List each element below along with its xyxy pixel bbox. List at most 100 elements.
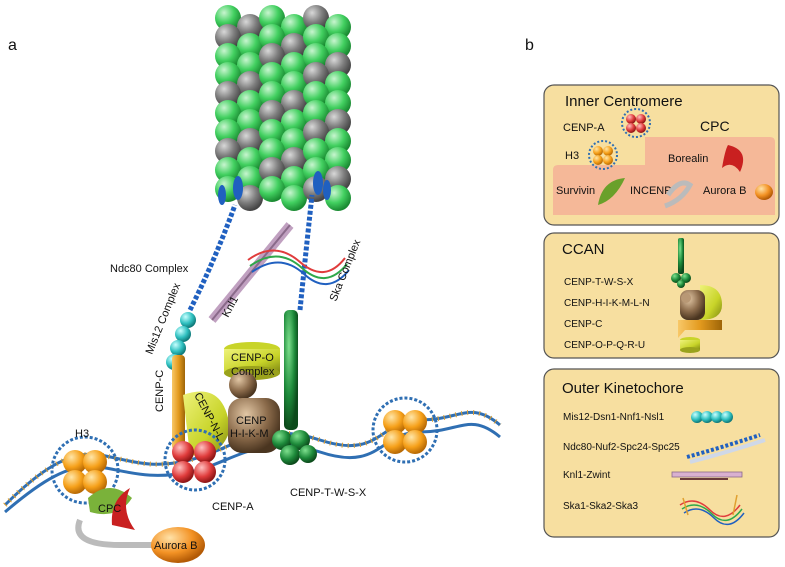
tubulin-subunit	[281, 185, 307, 211]
tubulin-subunit	[325, 90, 351, 116]
microtubule	[215, 5, 351, 211]
tubulin-subunit	[215, 119, 241, 145]
tubulin-subunit	[281, 166, 307, 192]
ccan-item-hiklmn: CENP-H-I-K-M-L-N	[564, 298, 650, 309]
tubulin-subunit	[281, 33, 307, 59]
tubulin-subunit	[303, 138, 329, 164]
tubulin-subunit	[325, 33, 351, 59]
h3-icon	[588, 140, 618, 170]
knl1-zwint-icon	[671, 471, 743, 480]
label-ndc80: Ndc80 Complex	[110, 263, 189, 275]
tubulin-subunit	[281, 128, 307, 154]
cenp-twsx-shape	[272, 310, 317, 465]
label-cenp-twsx: CENP-T-W-S-X	[290, 487, 367, 499]
outer-item-knl1: Knl1-Zwint	[563, 470, 610, 481]
label-cenp-hikm-line1: CENP	[236, 415, 267, 427]
panel-a: a	[3, 5, 502, 563]
tubulin-subunit	[325, 185, 351, 211]
tubulin-subunit	[281, 147, 307, 173]
tubulin-subunit	[237, 14, 263, 40]
ndc80-complex	[187, 171, 331, 317]
ndc80-icon	[686, 433, 766, 464]
tubulin-subunit	[237, 185, 263, 211]
tubulin-subunit	[281, 52, 307, 78]
panel-b-letter: b	[525, 37, 534, 54]
tubulin-subunit	[237, 109, 263, 135]
cenp-a-nucleosome	[163, 428, 227, 492]
tubulin-subunit	[325, 147, 351, 173]
label-cenp-o-line1: CENP-O	[231, 352, 274, 364]
tubulin-subunit	[281, 14, 307, 40]
tubulin-subunit	[303, 43, 329, 69]
label-aurora-b: Aurora B	[154, 540, 197, 552]
tubulin-subunit	[303, 24, 329, 50]
ccan-box: CCAN CENP-T-W-S-X CENP-H-I-K-M-L-N CENP-…	[543, 232, 780, 359]
tubulin-subunit	[259, 100, 285, 126]
panel-b: b Inner Centromere CENP-A H3 CPC Boreali…	[525, 37, 780, 538]
outer-item-ska: Ska1-Ska2-Ska3	[563, 501, 638, 512]
label-h3: H3	[75, 428, 89, 440]
label-knl1: Knl1	[220, 294, 241, 319]
tubulin-subunit	[325, 128, 351, 154]
outer-kinetochore-box: Outer Kinetochore Mis12-Dsn1-Nnf1-Nsl1 N…	[543, 368, 780, 538]
cenp-twsx-icon	[671, 238, 691, 288]
cenp-hikm-shape	[228, 371, 280, 453]
tubulin-subunit	[237, 128, 263, 154]
tubulin-subunit	[325, 71, 351, 97]
tubulin-subunit	[259, 43, 285, 69]
tubulin-subunit	[259, 119, 285, 145]
ska-complex	[247, 249, 350, 285]
tubulin-subunit	[303, 119, 329, 145]
h3-nucleosome-right	[371, 396, 439, 464]
tubulin-subunit	[215, 5, 241, 31]
inner-incenp-label: INCENP	[630, 185, 672, 197]
ska-icon	[679, 494, 745, 526]
label-cenp-hikm-line2: H-I-K-M	[230, 428, 269, 440]
tubulin-subunit	[259, 5, 285, 31]
tubulin-subunit	[259, 62, 285, 88]
label-cpc: CPC	[98, 503, 121, 515]
tubulin-subunit	[325, 14, 351, 40]
ccan-item-twsx: CENP-T-W-S-X	[564, 277, 634, 288]
tubulin-subunit	[237, 33, 263, 59]
outer-title: Outer Kinetochore	[562, 380, 684, 397]
tubulin-subunit	[303, 100, 329, 126]
inner-borealin-label: Borealin	[668, 153, 708, 165]
label-cenp-o-line2: Complex	[231, 366, 275, 378]
tubulin-subunit	[237, 71, 263, 97]
tubulin-subunit	[215, 81, 241, 107]
tubulin-subunit	[325, 109, 351, 135]
tubulin-subunit	[259, 24, 285, 50]
tubulin-subunit	[237, 90, 263, 116]
tubulin-subunit	[237, 52, 263, 78]
aurora-b-icon	[755, 184, 773, 200]
inner-aurora-b-label: Aurora B	[703, 185, 746, 197]
ccan-item-opqru: CENP-O-P-Q-R-U	[564, 340, 645, 351]
tubulin-subunit	[325, 166, 351, 192]
h3-nucleosome-left	[50, 435, 120, 505]
tubulin-subunit	[281, 71, 307, 97]
tubulin-subunit	[303, 157, 329, 183]
inner-cenp-a-label: CENP-A	[563, 122, 605, 134]
inner-centromere-box: Inner Centromere CENP-A H3 CPC Borealin …	[543, 84, 780, 226]
incenp-icon	[664, 180, 694, 209]
tubulin-subunit	[237, 147, 263, 173]
label-ska: Ska Complex	[328, 238, 364, 304]
mis12-icon	[691, 411, 733, 423]
tubulin-subunit	[215, 62, 241, 88]
borealin-icon	[722, 145, 744, 172]
cenp-c-stalk	[172, 355, 185, 450]
cenp-opqru-icon	[680, 337, 700, 353]
inner-survivin-label: Survivin	[556, 185, 595, 197]
outer-item-ndc80: Ndc80-Nuf2-Spc24-Spc25	[563, 442, 680, 453]
tubulin-subunit	[281, 90, 307, 116]
ccan-title: CCAN	[562, 241, 605, 258]
tubulin-subunit	[215, 100, 241, 126]
cenp-hikmln-icon	[680, 285, 722, 320]
tubulin-subunit	[281, 109, 307, 135]
tubulin-subunit	[215, 157, 241, 183]
tubulin-subunit	[303, 62, 329, 88]
knl1	[208, 222, 294, 323]
panel-a-letter: a	[8, 37, 17, 54]
